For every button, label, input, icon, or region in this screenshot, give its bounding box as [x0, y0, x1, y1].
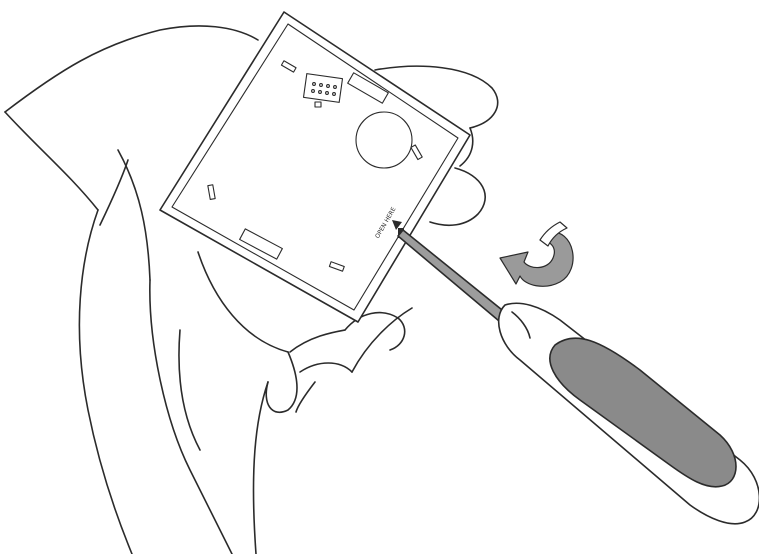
screwdriver [398, 230, 759, 524]
rotate-arrow-icon [500, 222, 573, 286]
